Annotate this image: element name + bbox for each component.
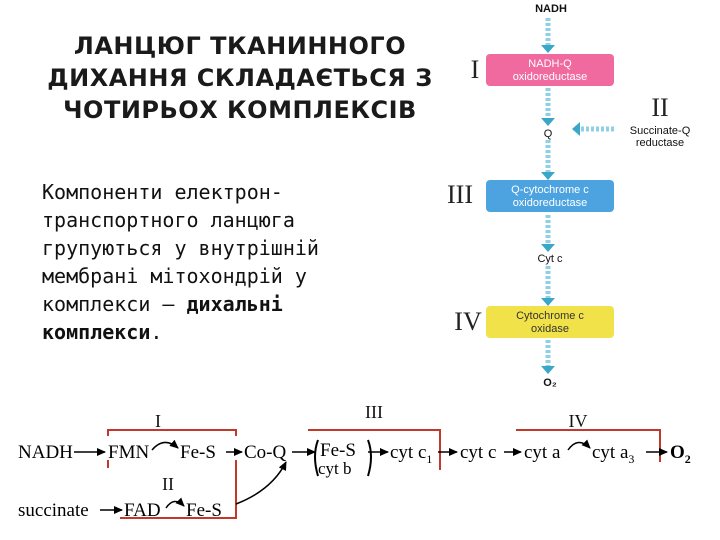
pathway-q-label: Q [544,128,553,140]
arrowhead-1 [541,45,555,53]
complex1-line2: oxidoreductase [513,71,588,83]
fes-cytb-right-paren [367,439,372,477]
arrowhead-4 [541,244,555,252]
slide-title: ЛАНЦЮГ ТКАНИННОГО ДИХАННЯ СКЛАДАЄТЬСЯ З … [20,30,460,126]
complex2-numeral: II [651,93,668,122]
complex1-box [486,54,614,86]
chain-label-complex1: I [155,411,161,431]
fes-cytb-left-paren [314,439,319,477]
chain-cyta: cyt a [524,442,561,463]
complex3-numeral: III [447,180,473,209]
complex1-line1: NADH-Q [528,58,572,70]
complex4-line2: oxidase [531,323,569,335]
chain-cytc: cyt c [460,442,496,463]
arrow-fmn-fes [151,439,179,451]
pathway-nadh-label: NADH [535,3,567,15]
complex1-numeral: I [471,55,480,84]
complex3-box [486,180,614,212]
chain-nadh: NADH [18,442,73,463]
pathway-connectors [545,18,614,366]
complex2-line1: Succinate-Q [630,125,691,137]
chain-fes-2: Fe-S [320,440,356,461]
body-text-part3: . [150,320,163,344]
title-line-2: ДИХАННЯ СКЛАДАЄТЬСЯ З [47,64,433,92]
chain-fmn: FMN [108,442,149,463]
pathway-o2-label: O₂ [543,377,557,389]
arrowhead-7 [572,122,580,136]
chain-label-complex4: IV [569,411,588,431]
complex3-line2: oxidoreductase [513,197,588,209]
chain-fes-3: Fe-S [186,500,222,521]
electron-chain: I II III IV NADH FMN Fe-S Co-Q Fe-S cyt … [18,402,691,521]
pathway-cytc-label: Cyt c [537,253,563,265]
pathway-arrowheads [541,45,580,374]
complex3-line1: Q-cytochrome c [511,184,589,196]
chain-cytc1: cyt c1 [390,442,432,466]
complex4-numeral: IV [454,307,482,336]
bracket-complex2 [120,460,237,519]
arrowhead-2 [541,118,555,126]
arrow-fad-fes [165,497,185,509]
chain-label-complex2: II [162,474,174,494]
cytc1-subscript: 1 [426,452,432,466]
pathway-diagram: NADH I NADH-Q oxidoreductase II Succina [447,3,691,389]
chain-coq: Co-Q [244,442,287,463]
body-text-emphasis: дихальні комплекси [42,292,283,344]
chain-o2: O2 [670,442,691,466]
complex2-line2: reductase [636,137,684,149]
arrowhead-3 [541,172,555,180]
chain-label-complex3: III [365,402,383,422]
arrow-fes-coq-from-complex2 [235,461,287,505]
cyta3-subscript: 3 [628,452,634,466]
chain-fes-1: Fe-S [180,442,216,463]
o2-subscript: 2 [685,452,691,466]
complex-brackets [107,429,661,519]
chain-cyta3: cyt a3 [592,442,634,466]
arrowhead-5 [541,298,555,306]
title-line-3: ЧОТИРЬОХ КОМПЛЕКСІВ [63,96,417,124]
cytc1-text: cyt c [390,442,426,463]
chain-cytb: cyt b [318,459,352,478]
chain-arrows [74,439,668,514]
body-paragraph: Компоненти електрон-транспортного ланцюг… [42,178,372,346]
cyta3-text: cyt a [592,442,629,463]
complex4-box [486,306,614,338]
bracket-complex1-top [107,429,237,436]
o2-text: O [670,442,685,463]
title-line-1: ЛАНЦЮГ ТКАНИННОГО [73,32,407,60]
complex4-line1: Cytochrome c [516,310,584,322]
chain-succinate: succinate [18,500,89,521]
arrow-cyta-cyta3 [567,439,591,451]
body-text-part1: Компоненти електрон-транспортного ланцюг… [42,180,319,316]
chain-fad: FAD [124,500,161,521]
arrowhead-6 [541,366,555,374]
bracket-complex3 [308,429,441,470]
